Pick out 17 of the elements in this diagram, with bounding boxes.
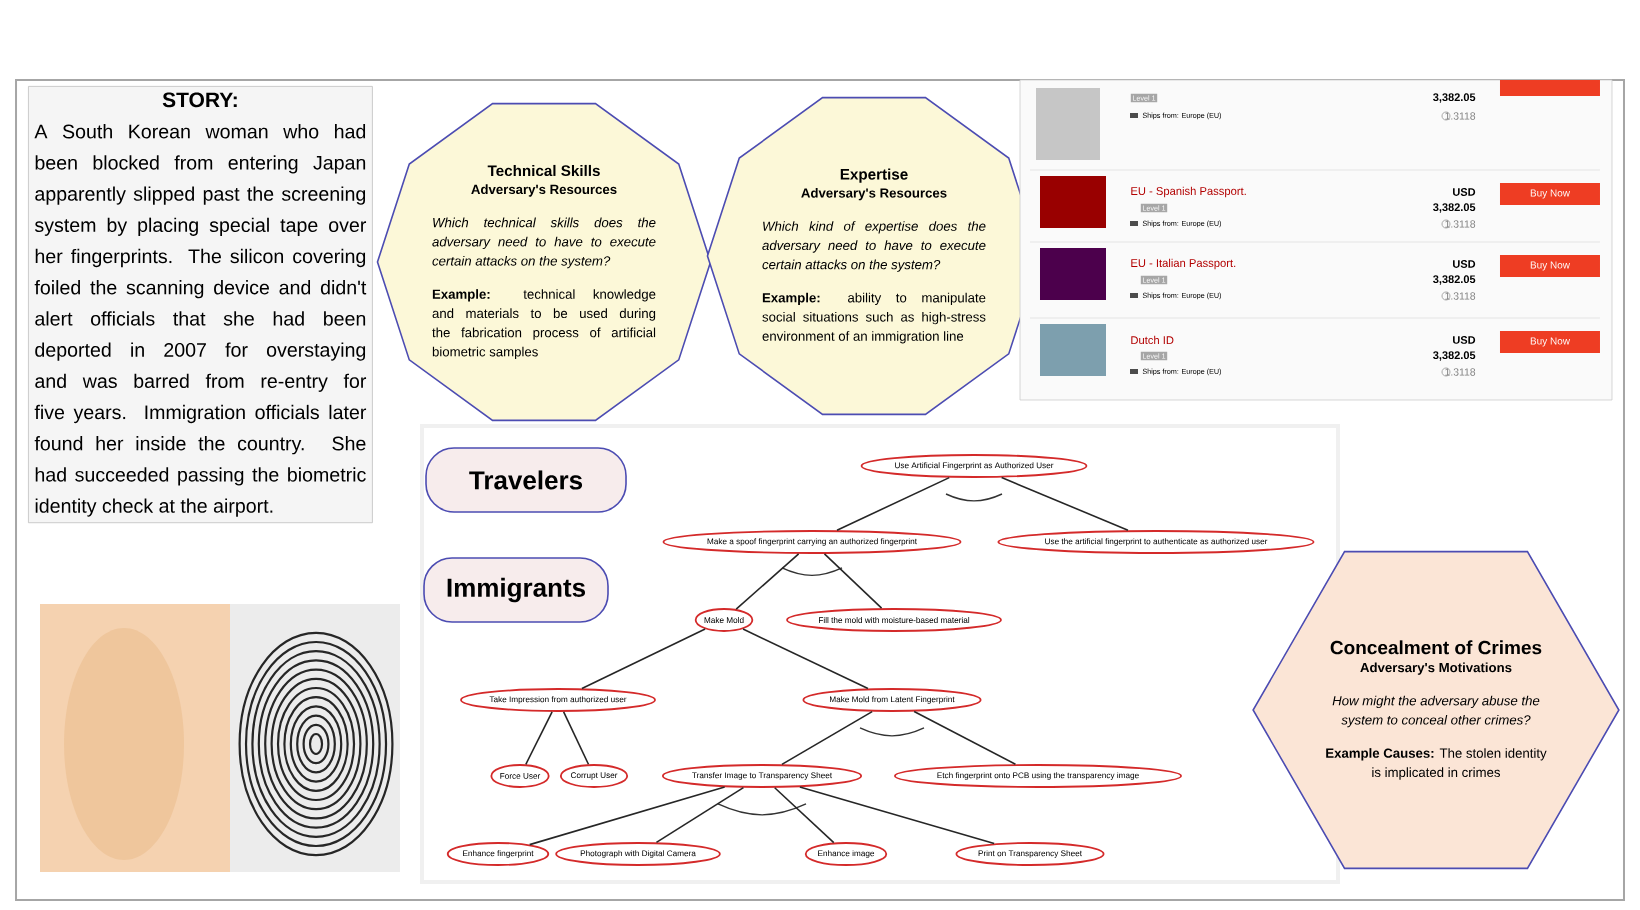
connector-line <box>836 476 951 532</box>
connector-line <box>799 786 995 845</box>
rounded-box: Immigrants <box>423 557 609 623</box>
connector-line <box>525 711 553 766</box>
rounded-box: Travelers <box>425 447 627 513</box>
connector-line <box>655 786 745 844</box>
connector-line <box>742 628 869 690</box>
connector-line <box>913 710 1017 766</box>
connector-line <box>781 710 873 766</box>
story-box: STORY: A South Korean woman who had been blocked from entering Japan apparently slipped past the screening system by placing special tape over her fingerprints. The silicon covering foiled the scanning device and didn't alert officials that she had been deported in 2007 for overstaying and was barred from re-entry for five years. Immigration officials later found her inside the country. She had succeeded passing the biometric identity check at the airport. <box>28 86 373 524</box>
connector-line <box>562 711 590 766</box>
connector-line <box>1000 476 1129 532</box>
connector-line <box>581 628 706 690</box>
connector-line <box>528 786 726 846</box>
connector-line <box>735 553 800 610</box>
connector-line <box>773 787 835 844</box>
connector-line <box>823 553 883 609</box>
